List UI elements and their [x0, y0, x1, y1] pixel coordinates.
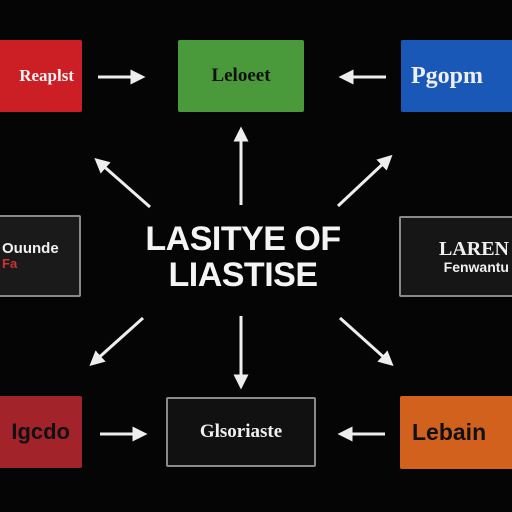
node-top-left-label: Reaplst: [19, 66, 74, 85]
node-bottom-left: Igcdo: [0, 396, 82, 468]
node-middle-left-line1: Ouunde: [2, 240, 59, 258]
node-middle-left: Ouunde Fa: [0, 215, 81, 297]
node-top-center: Leloeet: [178, 40, 304, 112]
arrow-to-upper-left: [94, 158, 151, 209]
node-bottom-center-label: Glsoriaste: [199, 421, 283, 442]
node-middle-right: LAREN Fenwantu: [399, 216, 512, 297]
center-title-line2: LIASTISE: [168, 256, 318, 294]
node-middle-right-line2: Fenwantu: [443, 258, 509, 275]
node-top-center-label: Leloeet: [211, 65, 271, 86]
node-top-right: Pgopm: [401, 40, 512, 112]
arrow-to-lower-right: [338, 316, 394, 367]
node-bottom-right: Lebain: [400, 396, 512, 469]
center-title-line1: LASITYE OF: [145, 220, 341, 259]
node-top-right-label: Pgopm: [411, 62, 483, 89]
arrow-to-upper-right: [336, 154, 393, 208]
arrow-to-lower-left: [89, 316, 145, 367]
node-middle-right-line1: LAREN: [438, 237, 509, 260]
node-bottom-center: Glsoriaste: [166, 397, 316, 467]
node-bottom-left-label: Igcdo: [11, 419, 70, 444]
node-top-left: Reaplst: [0, 40, 82, 112]
node-bottom-right-label: Lebain: [412, 419, 487, 445]
center-title: LASITYE OF LIASTISE: [108, 218, 378, 298]
node-middle-left-line2: Fa: [2, 256, 18, 272]
